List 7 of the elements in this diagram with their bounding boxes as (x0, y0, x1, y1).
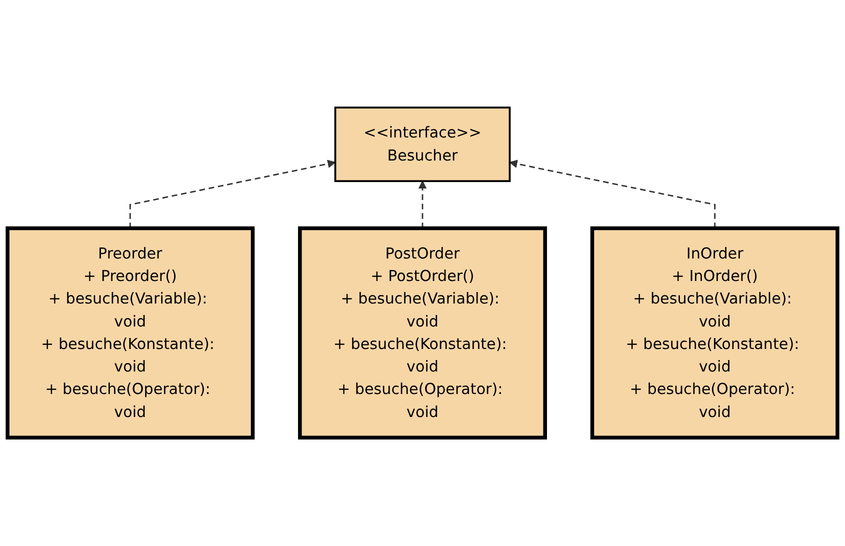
node-box: InOrder + InOrder() + besuche(Variable): void + besuche(Konstante): void + besuche(Operator): void (590, 226, 840, 440)
node-box: PostOrder + PostOrder() + besuche(Variable): void + besuche(Konstante): void + besuche(Operator): void (298, 226, 547, 440)
node-box: <<interface>> Besucher (334, 107, 511, 182)
arrow (129, 160, 336, 229)
arrow (509, 160, 716, 229)
node-box: Preorder + Preorder() + besuche(Variable): void + besuche(Konstante): void + besuche(Operator): void (6, 226, 255, 440)
arrow (418, 181, 427, 229)
